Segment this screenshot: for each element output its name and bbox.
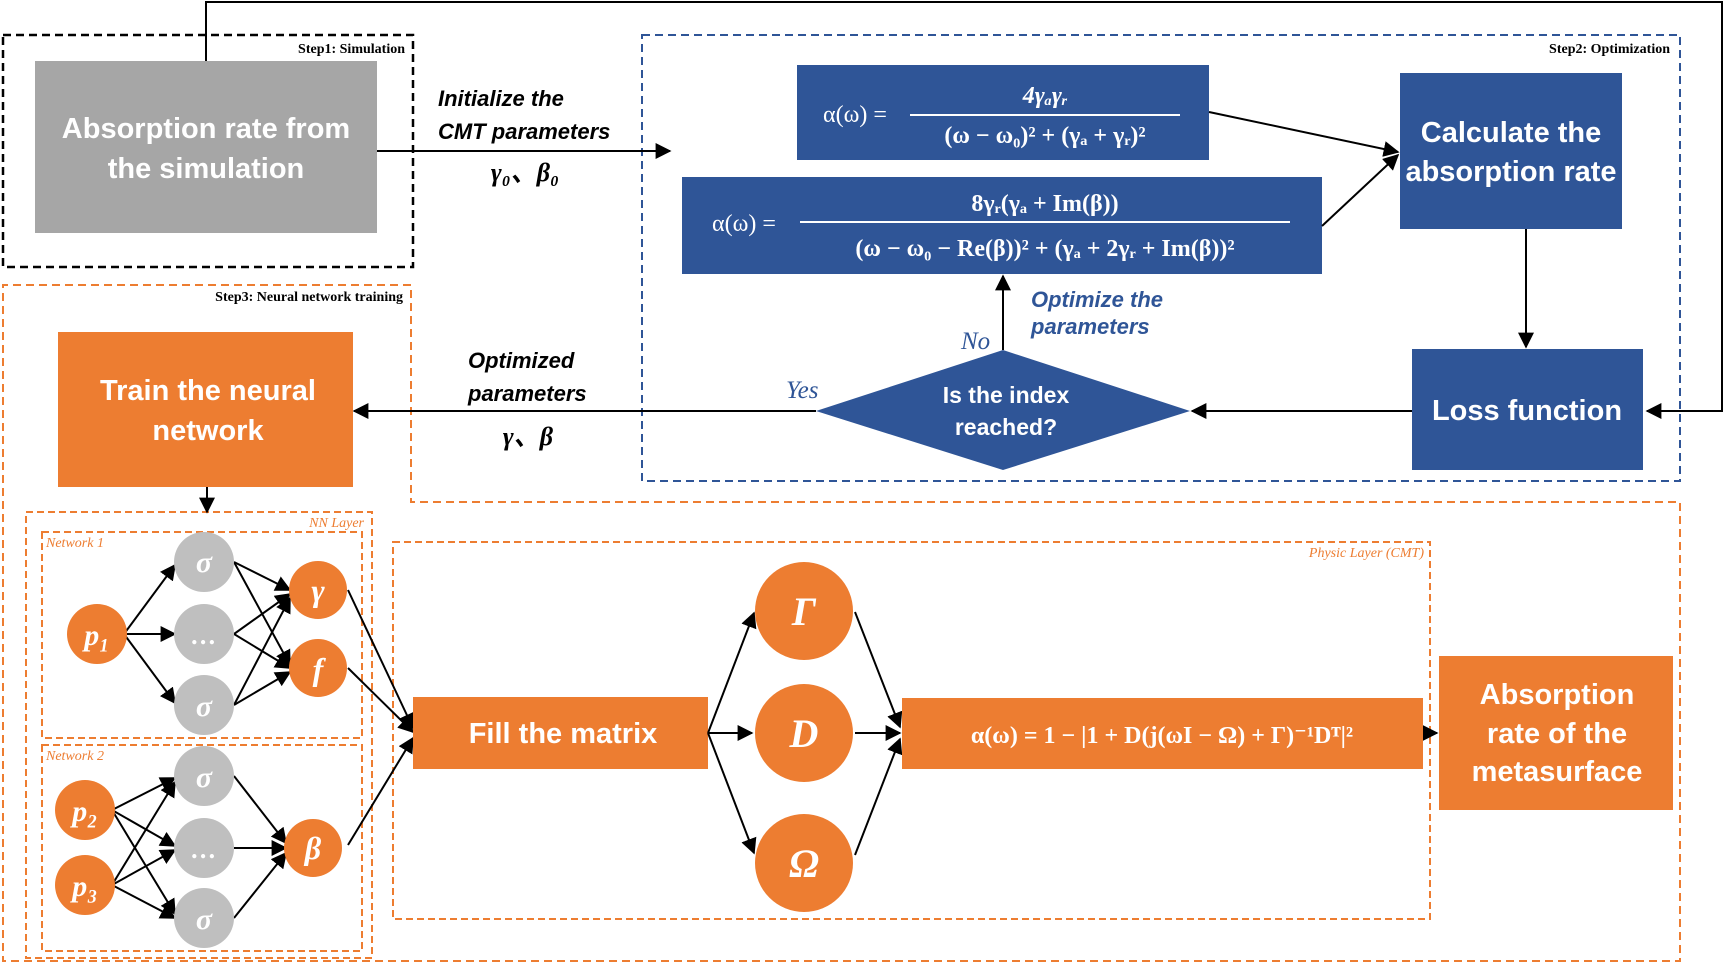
network1-region — [41, 531, 363, 739]
decision-diamond — [816, 350, 1190, 470]
sigma-node-2-label: σ — [196, 690, 213, 723]
p3-node-label: p₃ — [69, 870, 97, 903]
f-node-label: f — [313, 651, 327, 687]
train-box-text-2: network — [152, 415, 264, 447]
optimize-loop-label-1: Optimize the — [1031, 287, 1163, 312]
sigma-node-4 — [174, 888, 234, 948]
sigma-node-1 — [174, 532, 234, 592]
sigma-node-3 — [174, 746, 234, 806]
step2-region — [641, 34, 1681, 482]
formula1-numerator: 4γₐγᵣ — [1022, 83, 1068, 109]
output-box-text-3: metasurface — [1472, 756, 1643, 788]
train-box — [58, 332, 353, 487]
init-params-label: γ₀、β₀ — [491, 158, 559, 187]
fill-matrix-text: Fill the matrix — [469, 718, 658, 750]
Omega-matrix-label: Ω — [789, 841, 819, 886]
dots-node-1 — [174, 604, 234, 664]
loss-function-box — [1412, 349, 1643, 470]
sigma-node-1-label: σ — [196, 546, 213, 579]
optimized-params-label: γ、β — [503, 422, 554, 451]
D-matrix-node — [755, 684, 853, 782]
calculate-box-text-2: absorption rate — [1405, 156, 1616, 188]
Omega-matrix-node — [755, 814, 853, 912]
output-box-text-1: Absorption — [1480, 679, 1635, 711]
output-box-text-2: rate of the — [1487, 718, 1627, 750]
loss-function-text: Loss function — [1432, 395, 1622, 427]
beta-node — [284, 819, 342, 877]
output-box — [1439, 656, 1673, 810]
dots-node-2 — [174, 818, 234, 878]
D-matrix-label: D — [789, 711, 819, 756]
sigma-node-2 — [174, 675, 234, 735]
arrow-formula2-to-calc — [1321, 153, 1400, 227]
formula1-box — [797, 65, 1209, 160]
network1-label: Network 1 — [45, 536, 104, 551]
beta-node-label: β — [304, 830, 322, 866]
outputs-to-fill-edges — [347, 589, 415, 846]
formula2-lhs: α(ω) = — [712, 211, 776, 237]
Gamma-matrix-node — [755, 562, 853, 660]
formula2-denominator: (ω − ω₀ − Re(β))² + (γₐ + 2γᵣ + Im(β))² — [855, 236, 1234, 262]
step1-label: Step1: Simulation — [298, 42, 405, 57]
formula2-numerator: 8γᵣ(γₐ + Im(β)) — [971, 191, 1118, 217]
formula1-denominator: (ω − ω₀)² + (γₐ + γᵣ)² — [944, 123, 1145, 149]
p1-node-label: p₁ — [81, 619, 109, 652]
fill-to-matrices-edges — [707, 611, 1439, 856]
init-label-line2: CMT parameters — [438, 119, 610, 144]
decision-text-2: reached? — [955, 414, 1057, 440]
nn-layer-label: NN Layer — [308, 516, 364, 531]
calculate-box — [1400, 73, 1622, 229]
simulation-box-text-2: the simulation — [108, 153, 305, 185]
formula2-box — [682, 177, 1322, 274]
sigma-node-4-label: σ — [196, 903, 213, 936]
train-box-text: Train the neural — [100, 375, 316, 407]
no-label: No — [960, 328, 990, 355]
dots-node-1-label: … — [191, 621, 217, 650]
calculate-box-text: Calculate the — [1421, 117, 1602, 149]
f-node — [289, 639, 347, 697]
optimized-label-line1: Optimized — [468, 348, 575, 373]
optimize-loop-label-2: parameters — [1030, 314, 1150, 339]
init-label-line1: Initialize the — [438, 86, 564, 111]
gamma-node — [289, 561, 347, 619]
simulation-box-text: Absorption rate from — [62, 113, 350, 145]
fill-matrix-box — [413, 697, 708, 769]
network2-region — [41, 744, 363, 952]
formula3-text: α(ω) = 1 − |1 + D(j(ωI − Ω) + Γ)⁻¹Dᵀ|² — [971, 723, 1353, 749]
Gamma-matrix-label: Γ — [791, 589, 817, 634]
network2-label: Network 2 — [45, 749, 104, 764]
feedback-line — [205, 1, 1723, 419]
sigma-node-3-label: σ — [196, 761, 213, 794]
p3-node — [55, 855, 115, 915]
dots-node-2-label: … — [191, 835, 217, 864]
step2-label: Step2: Optimization — [1549, 42, 1670, 57]
arrow-formula1-to-calc — [1208, 111, 1400, 157]
physic-layer-label: Physic Layer (CMT) — [1308, 546, 1424, 561]
p1-node — [67, 604, 127, 664]
step3-region — [2, 284, 1681, 962]
yes-label: Yes — [786, 377, 818, 404]
p2-node — [55, 780, 115, 840]
formula3-box — [902, 698, 1423, 769]
formula1-lhs: α(ω) = — [823, 102, 887, 128]
optimized-label-line2: parameters — [467, 381, 587, 406]
decision-text: Is the index — [943, 382, 1070, 408]
step3-label: Step3: Neural network training — [215, 290, 403, 305]
network2-edges — [111, 775, 288, 919]
gamma-node-label: γ — [311, 572, 325, 608]
p2-node-label: p₂ — [69, 795, 97, 828]
simulation-box — [35, 61, 377, 233]
network1-edges — [123, 561, 292, 706]
